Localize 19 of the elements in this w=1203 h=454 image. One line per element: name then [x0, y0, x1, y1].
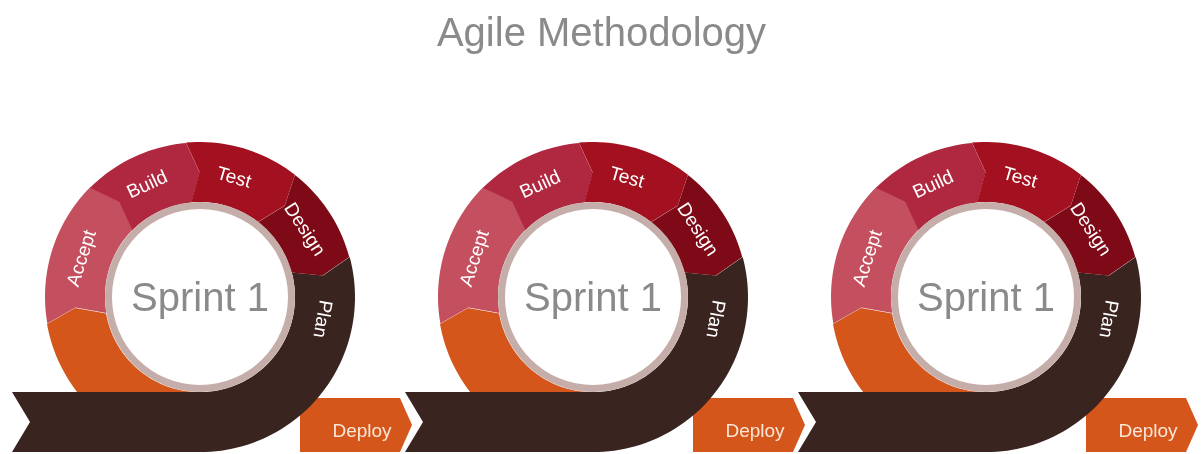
- segment-label: Build: [124, 166, 171, 202]
- segment-label: Accept: [63, 227, 100, 289]
- segment-label: Plan: [1096, 298, 1122, 340]
- sprint-label: Sprint 1: [524, 274, 662, 320]
- sprint-label: Sprint 1: [131, 274, 269, 320]
- segment-label: Test: [608, 162, 647, 191]
- diagram-title: Agile Methodology: [435, 10, 768, 55]
- segment-label: Accept: [849, 227, 886, 289]
- segment-label: Test: [215, 162, 254, 191]
- segment-label: Deploy: [1118, 420, 1178, 440]
- segment-label: Plan: [703, 298, 729, 340]
- segment-label: Build: [910, 166, 957, 202]
- segment-label: Test: [1001, 162, 1040, 191]
- sprint-label: Sprint 1: [917, 274, 1055, 320]
- segment-label: Accept: [456, 227, 493, 289]
- segment-label: Deploy: [725, 420, 785, 440]
- segment-label: Plan: [310, 298, 336, 340]
- segment-label: Build: [517, 166, 564, 202]
- segment-label: Deploy: [332, 420, 392, 440]
